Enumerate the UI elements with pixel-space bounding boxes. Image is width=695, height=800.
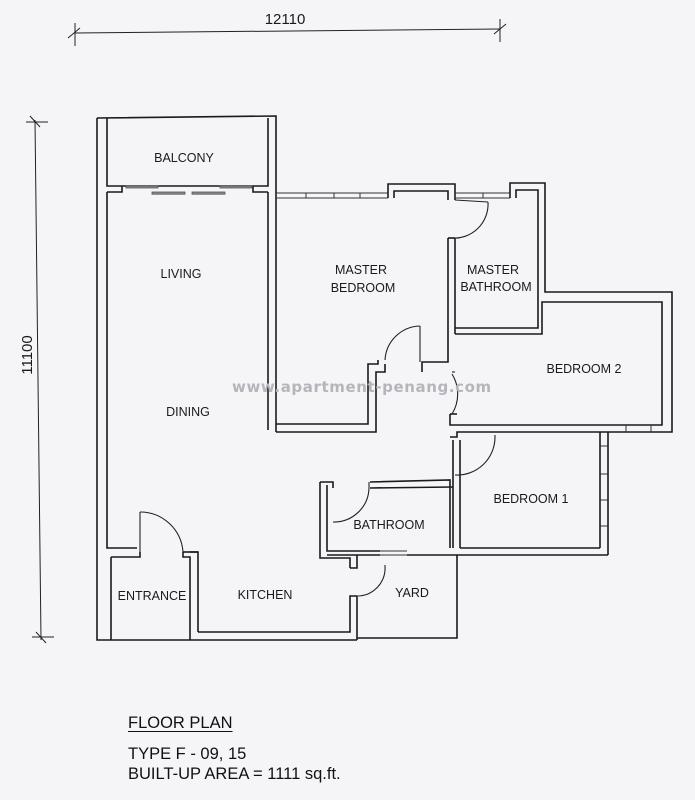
walls — [96, 115, 673, 641]
caption-title: FLOOR PLAN — [128, 714, 233, 732]
caption-type: TYPE F - 09, 15 — [128, 745, 247, 763]
label-balcony: BALCONY — [154, 151, 214, 165]
height-dimension: 11100 — [19, 115, 54, 644]
label-master-bathroom-1: MASTER — [467, 263, 519, 277]
label-master-bedroom-1: MASTER — [335, 263, 387, 277]
label-entrance: ENTRANCE — [118, 589, 187, 603]
label-dining: DINING — [166, 405, 210, 419]
label-bedroom-1: BEDROOM 1 — [493, 492, 568, 506]
sliding-door — [125, 185, 253, 195]
room-labels: BALCONY LIVING DINING MASTER BEDROOM MAS… — [118, 151, 622, 603]
door-swings — [139, 199, 496, 597]
label-kitchen: KITCHEN — [238, 588, 293, 602]
label-bathroom: BATHROOM — [353, 518, 424, 532]
label-master-bathroom-2: BATHROOM — [460, 280, 531, 294]
width-dimension: 12110 — [67, 11, 507, 46]
height-dimension-label: 11100 — [19, 335, 36, 375]
watermark: www.apartment-penang.com — [232, 378, 492, 396]
label-master-bedroom-2: BEDROOM — [331, 281, 396, 295]
width-dimension-label: 12110 — [265, 11, 306, 28]
label-bedroom-2: BEDROOM 2 — [546, 362, 621, 376]
caption-area: BUILT-UP AREA = 1111 sq.ft. — [128, 765, 341, 783]
label-yard: YARD — [395, 586, 429, 600]
label-living: LIVING — [161, 267, 202, 281]
